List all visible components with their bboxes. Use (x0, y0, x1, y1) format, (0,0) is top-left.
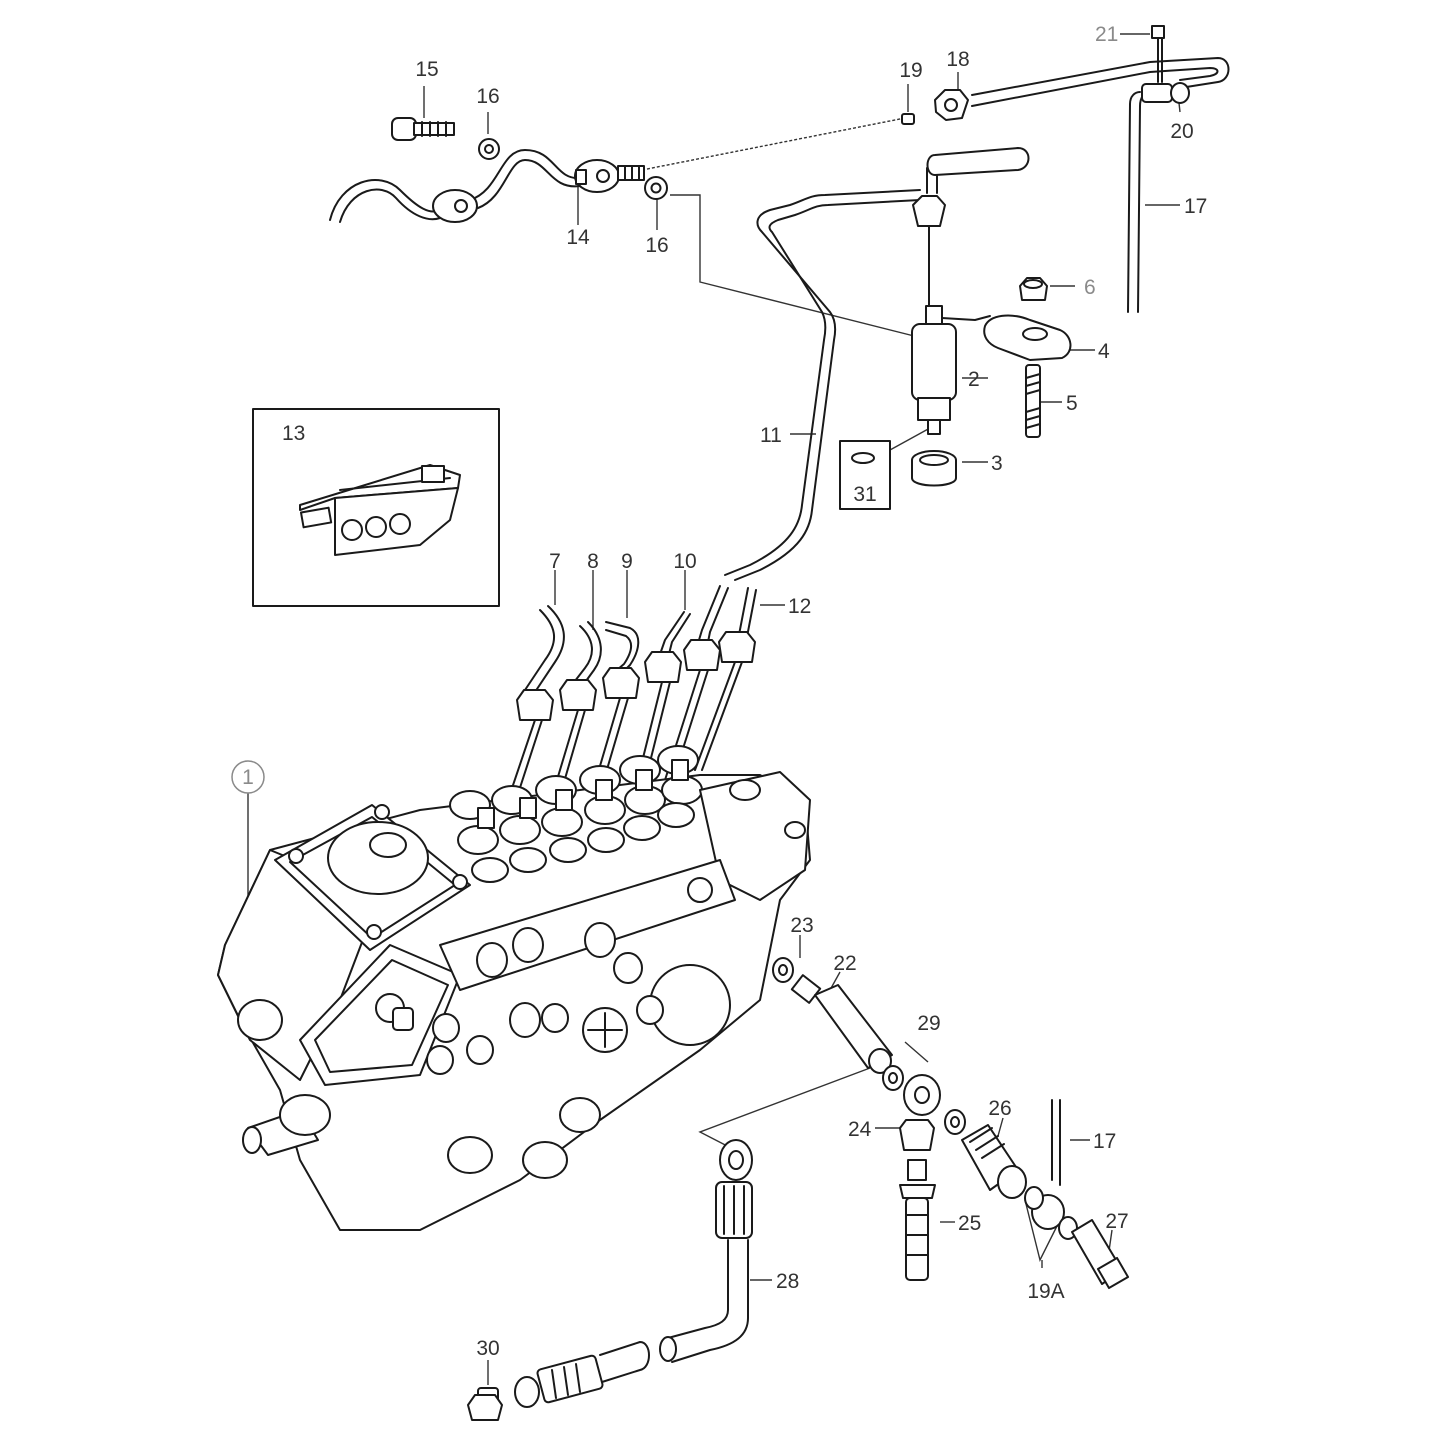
callout-29-label: 29 (917, 1012, 940, 1035)
callout-3-label: 3 (991, 452, 1003, 475)
callout-31-label: 31 (853, 483, 876, 506)
injector-assembly (724, 147, 1072, 581)
callout-2-label: 2 (968, 368, 980, 391)
callout-21-label: 21 (1095, 23, 1118, 46)
fitting-19 (901, 113, 915, 125)
callout-1: 1 (231, 760, 265, 794)
banjo-bolt-15 (391, 117, 455, 141)
callout-14-label: 14 (566, 226, 590, 249)
callout-6-label: 6 (1084, 276, 1096, 299)
fuel-hose-28 (659, 1139, 753, 1363)
threaded-stub-14 (617, 165, 645, 181)
nut-24 (899, 1119, 935, 1151)
callout-5-label: 5 (1066, 392, 1078, 415)
callout-28-label: 28 (776, 1270, 799, 1293)
callout-17b-label: 17 (1093, 1130, 1116, 1153)
inset-box-13 (252, 408, 500, 607)
callout-16b-label: 16 (645, 234, 668, 257)
pipe-nuts (516, 631, 756, 721)
nipple-22 (790, 974, 893, 1074)
callout-8-label: 8 (587, 550, 599, 573)
injection-pump-1 (217, 745, 811, 1231)
washer-3 (911, 450, 957, 487)
callout-30-label: 30 (476, 1337, 499, 1360)
callout-25-label: 25 (958, 1212, 981, 1235)
callout-27-label: 27 (1105, 1210, 1128, 1233)
washer-29a (882, 1065, 904, 1091)
box-31 (839, 440, 891, 510)
callout-19-label: 19 (899, 59, 922, 82)
leader-lines (247, 33, 1181, 1385)
callout-22-label: 22 (833, 952, 856, 975)
callout-1-label: 1 (242, 766, 254, 789)
return-pipe-17b (1024, 1099, 1078, 1240)
hose-nipple-25 (899, 1159, 936, 1281)
banjo-fitting-left (432, 189, 478, 223)
callout-12-label: 12 (788, 595, 811, 618)
bolt-21 (1151, 25, 1165, 83)
leak-off-pipe-top-right (901, 25, 1230, 313)
banjo-bolt-26 (961, 1124, 1027, 1199)
nut-6 (1019, 277, 1048, 301)
injector-2 (911, 305, 991, 435)
clamp-4 (983, 314, 1072, 361)
callout-11-label: 11 (760, 424, 782, 447)
feed-pump (439, 771, 811, 1046)
delivery-valve-holders (449, 745, 703, 883)
washer-16a (478, 138, 500, 160)
callout-26-label: 26 (988, 1097, 1011, 1120)
clamp-20 (1141, 82, 1190, 104)
delivery-pipes (507, 585, 757, 821)
callout-24-label: 24 (848, 1118, 872, 1141)
hand-primer (582, 1007, 628, 1053)
stud-5 (1025, 364, 1041, 438)
drive-shaft (242, 1094, 331, 1156)
callout-18-label: 18 (946, 48, 969, 71)
banjo-bolt-27 (1071, 1219, 1130, 1290)
callout-16a-label: 16 (476, 85, 499, 108)
callout-23-label: 23 (790, 914, 813, 937)
washer-29b (944, 1109, 966, 1135)
plug-30 (467, 1387, 503, 1421)
callout-17a-label: 17 (1184, 195, 1207, 218)
pump-front-fittings (426, 877, 713, 1179)
banjo-fitting-14 (574, 159, 620, 193)
callout-10-label: 10 (673, 550, 696, 573)
callout-19a-label: 19A (1027, 1280, 1064, 1303)
washer-16b (644, 176, 668, 200)
callout-15-label: 15 (415, 58, 438, 81)
washer-23 (772, 957, 794, 983)
nozzle-nut-top (912, 195, 946, 313)
nut-18 (934, 89, 969, 121)
strainer-assembly (467, 1341, 650, 1421)
callout-labels: 1 2 3 4 5 6 7 8 9 10 11 12 13 14 15 16 1… (231, 23, 1207, 1360)
callout-4-label: 4 (1098, 340, 1110, 363)
inlet-fittings (772, 957, 1130, 1290)
callout-9-label: 9 (621, 550, 633, 573)
callout-20-label: 20 (1170, 120, 1193, 143)
callout-7-label: 7 (549, 550, 561, 573)
callout-13-label: 13 (282, 422, 305, 445)
banjo-29 (903, 1074, 941, 1116)
return-line-top-left (329, 117, 668, 223)
cover-plate-part (299, 464, 461, 556)
